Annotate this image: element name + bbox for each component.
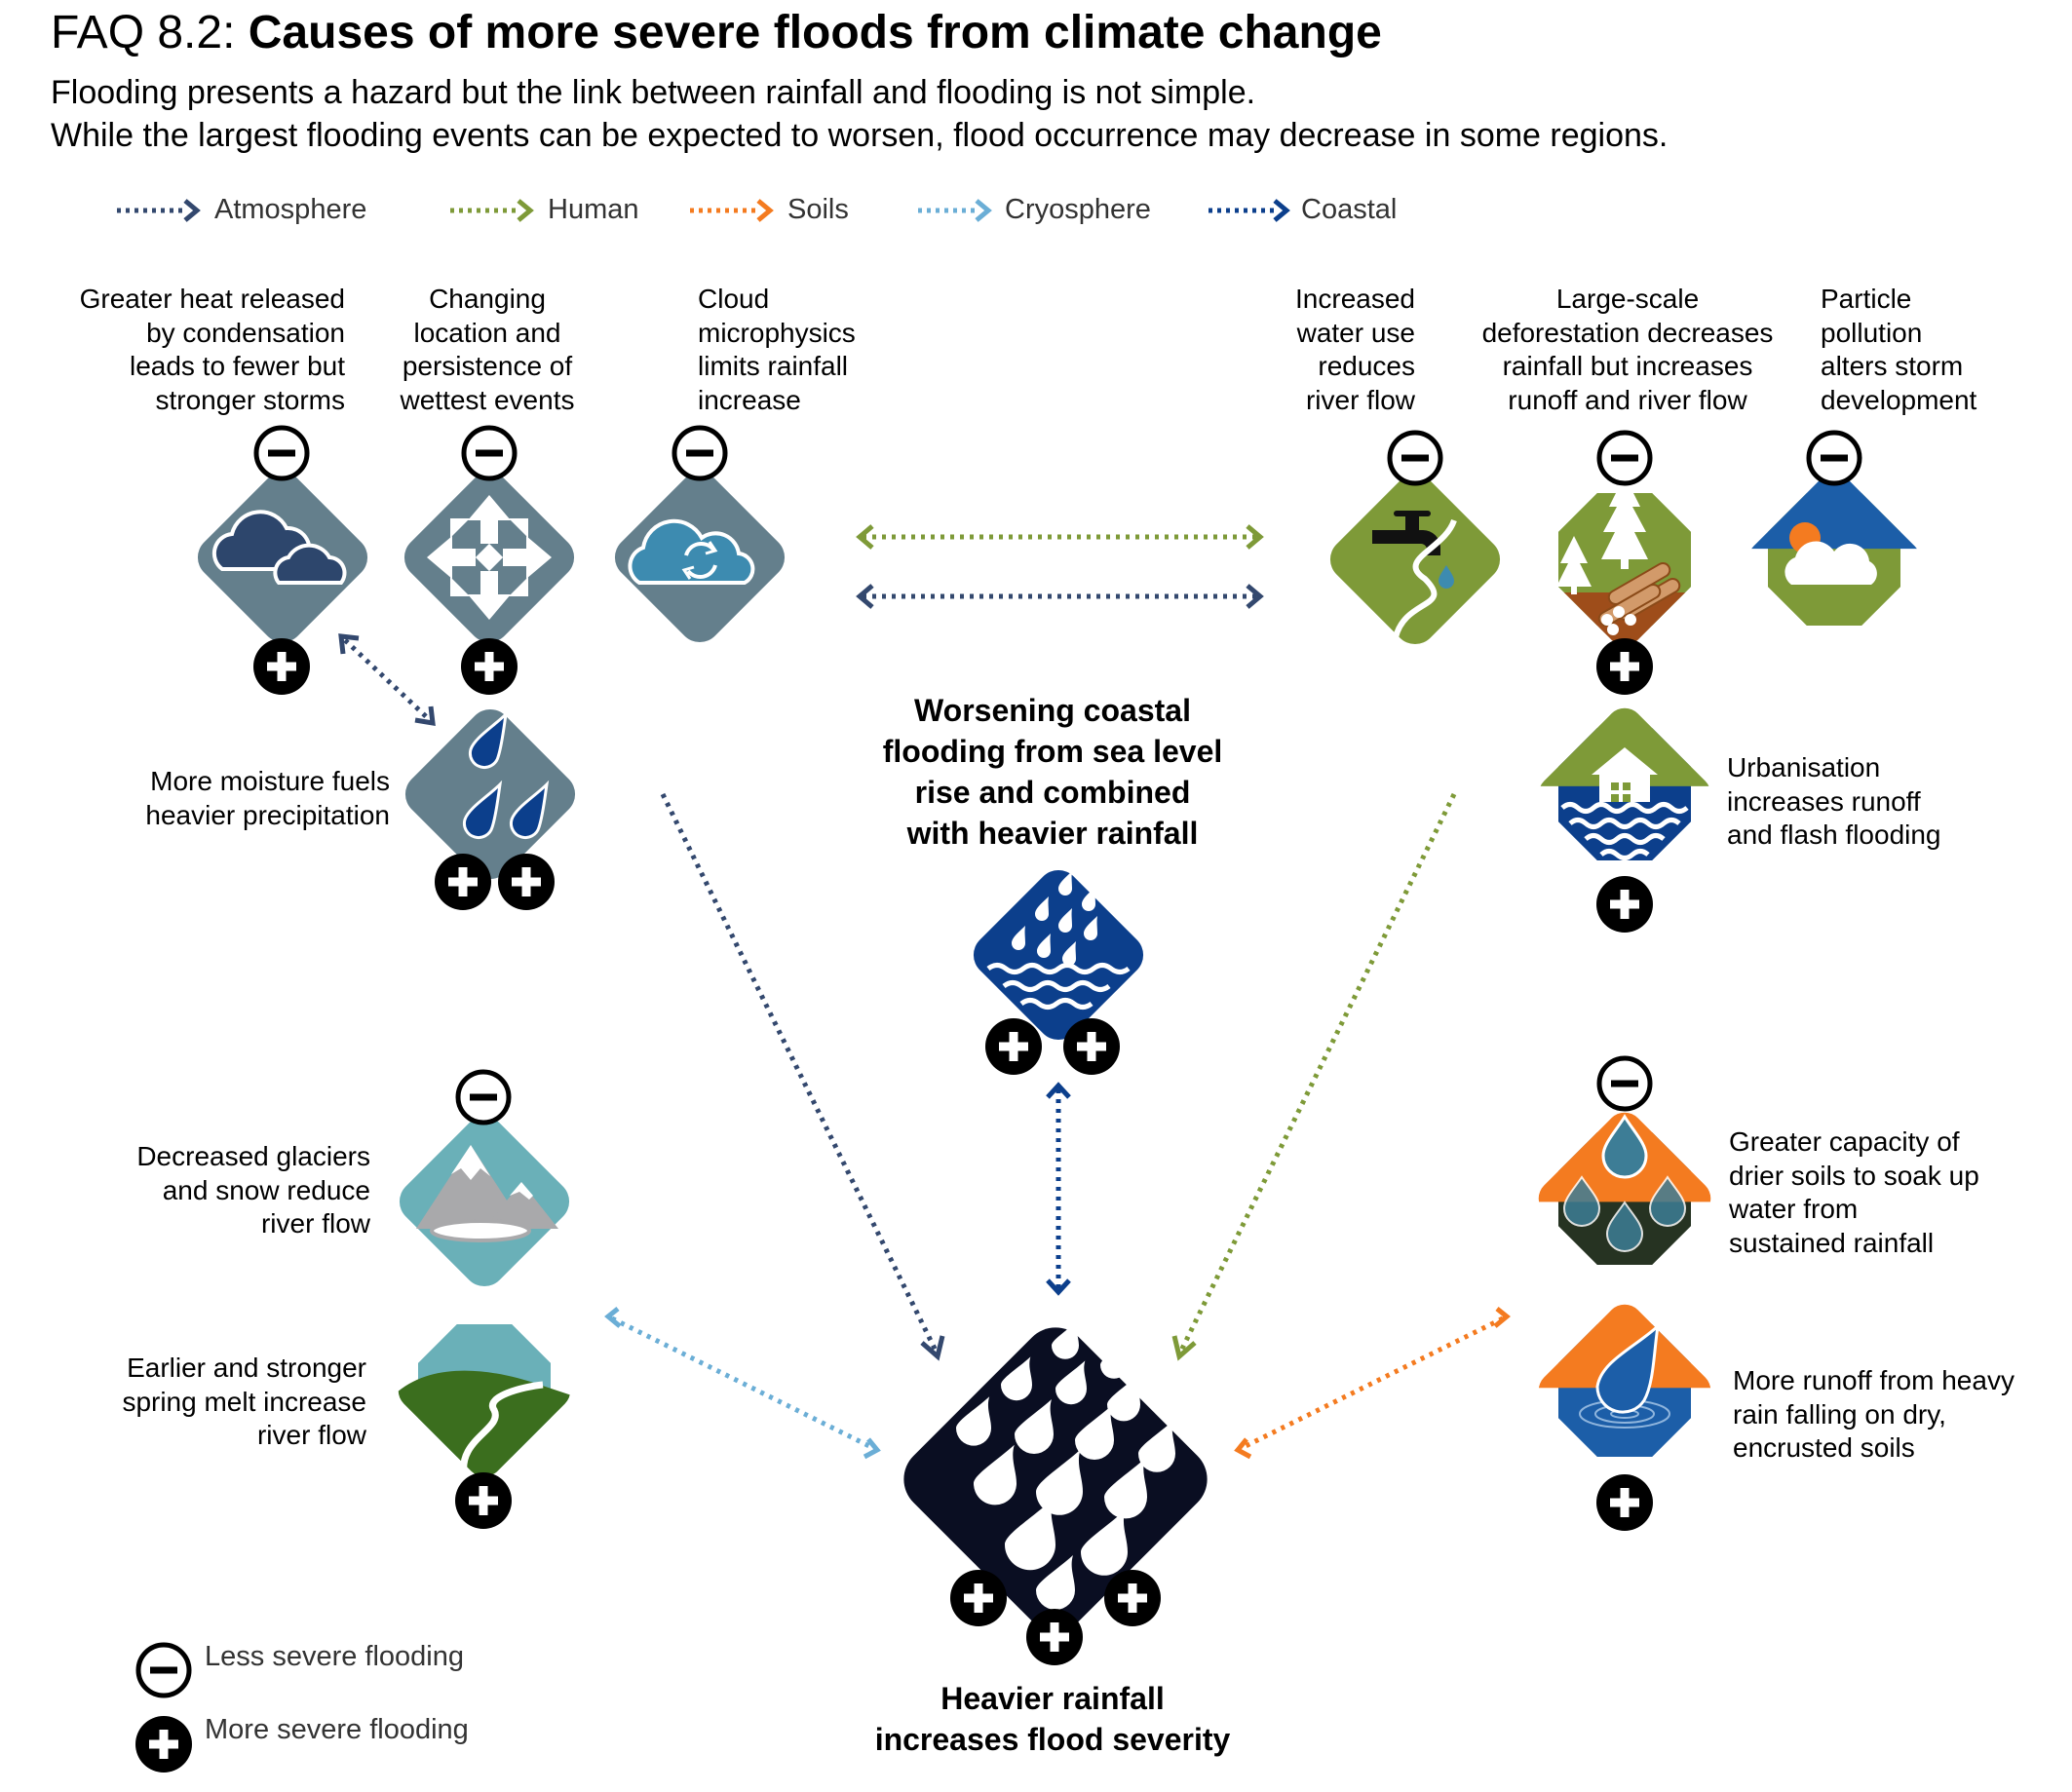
legend-atmosphere: Atmosphere: [214, 194, 367, 225]
title-prefix: FAQ 8.2:: [51, 7, 249, 58]
connector-arrows: [338, 524, 1511, 1460]
arrow-atmosphere-center: [660, 792, 945, 1361]
minus-icon: [458, 1072, 509, 1123]
storm-clouds-icon: [197, 472, 368, 643]
raindrop: [1015, 1399, 1054, 1454]
plus-icon: [1104, 1570, 1161, 1626]
legend-arrow-cryosphere: [918, 199, 992, 222]
plus-icon: [498, 854, 555, 910]
arrow-atmosphere-link: [856, 584, 1264, 609]
raindrop: [1107, 1374, 1140, 1422]
minus-icon: [256, 428, 307, 478]
legend-cryosphere: Cryosphere: [1005, 194, 1151, 225]
arrow-storms-moisture: [338, 633, 436, 727]
key-minus-icon: [138, 1645, 189, 1696]
raindrop: [974, 1444, 1017, 1506]
plus-icon: [455, 1472, 512, 1529]
faucet-icon: [1329, 474, 1501, 645]
plus-icon: [1063, 1018, 1120, 1075]
raindrop: [1081, 1509, 1128, 1576]
raindrop: [1138, 1420, 1175, 1472]
minus-icon: [1390, 433, 1440, 483]
arrows-icon: [403, 472, 575, 643]
title-main: Causes of more severe floods from climat…: [248, 7, 1382, 58]
key-plus-label: More severe flooding: [205, 1714, 469, 1745]
raindrop: [1157, 1380, 1188, 1425]
minus-icon: [1599, 1058, 1650, 1109]
deforestation-icon: [1531, 476, 1718, 654]
plus-icon: [1596, 638, 1653, 695]
key-plus-icon: [135, 1716, 192, 1773]
raindrop: [1075, 1405, 1114, 1460]
raindrop: [1036, 1555, 1075, 1610]
cloud-cycle-icon: [614, 472, 786, 643]
plus-icon: [1026, 1609, 1083, 1665]
spring-melt-icon: [391, 1324, 578, 1484]
plus-icon: [985, 1018, 1042, 1075]
legend-arrow-coastal: [1209, 199, 1290, 222]
key-minus-label: Less severe flooding: [205, 1641, 464, 1672]
legend-arrow-atmosphere: [117, 199, 201, 222]
plus-icon: [950, 1570, 1007, 1626]
subtitle-line-1: Flooding presents a hazard but the link …: [51, 74, 1256, 111]
raindrop: [1001, 1356, 1032, 1401]
plus-icon: [461, 638, 518, 695]
arrow-cryosphere-center: [604, 1307, 881, 1460]
arrow-human-center: [1171, 792, 1457, 1361]
raindrop: [1052, 1320, 1079, 1359]
arrow-human-link: [856, 524, 1264, 550]
raindrop: [1005, 1499, 1055, 1571]
runoff-drop-icon: [1531, 1297, 1718, 1457]
dry-soil-icon: [1531, 1105, 1718, 1265]
minus-icon: [674, 428, 725, 478]
legend-coastal: Coastal: [1301, 194, 1398, 225]
plus-icon: [435, 854, 491, 910]
minus-icon: [1809, 433, 1860, 483]
raindrop: [1036, 1449, 1083, 1515]
legend-arrow-human: [450, 199, 534, 222]
pollution-cloud-icon: [1741, 466, 1928, 626]
raindrop: [1100, 1340, 1128, 1379]
raindrop: [1055, 1360, 1087, 1405]
glacier-mountain-icon: [399, 1116, 570, 1287]
legend-human: Human: [548, 194, 639, 225]
arrow-coastal-center: [1046, 1082, 1071, 1296]
figure-title: FAQ 8.2: Causes of more severe floods fr…: [51, 10, 1382, 57]
coastal-rain-icon: [973, 869, 1144, 1041]
plus-icon: [1596, 1474, 1653, 1531]
minus-icon: [1599, 433, 1650, 483]
legend-arrow-soils: [690, 199, 774, 222]
legend-arrows: [117, 199, 1290, 222]
raindrops-icon: [404, 708, 576, 880]
subtitle-line-2: While the largest flooding events can be…: [51, 117, 1669, 154]
raindrop: [956, 1396, 991, 1446]
plus-icon: [253, 638, 310, 695]
arrow-soils-center: [1234, 1307, 1511, 1460]
legend-soils: Soils: [787, 194, 849, 225]
plus-icon: [1596, 876, 1653, 933]
raindrop: [1104, 1458, 1147, 1519]
minus-icon: [464, 428, 515, 478]
urban-house-icon: [1531, 701, 1718, 860]
heavy-rain-icon: [903, 1320, 1208, 1631]
